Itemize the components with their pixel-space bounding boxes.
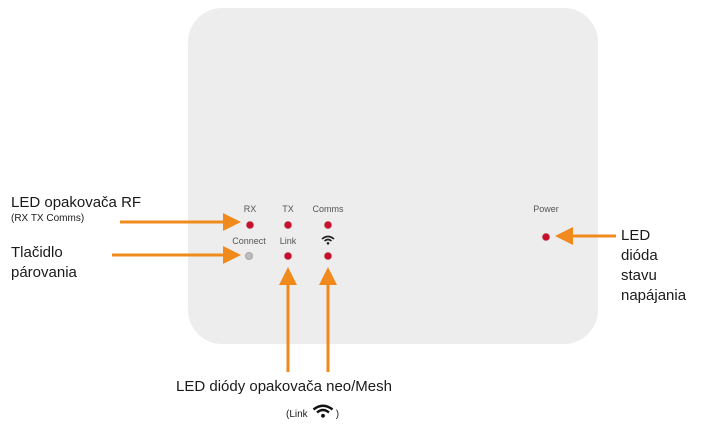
- link-led-label: Link: [279, 236, 297, 246]
- comms-led-label: Comms: [312, 204, 344, 214]
- connect-button-label: Connect: [232, 236, 266, 246]
- wifi-icon: [312, 404, 334, 424]
- power-callout-line2: dióda: [621, 247, 658, 264]
- pairing-button-callout-line2: párovania: [11, 264, 77, 281]
- connect-pairing-button[interactable]: [245, 252, 253, 260]
- power-callout-line1: LED: [621, 227, 651, 244]
- link-led: [284, 252, 292, 260]
- power-callout-line4: napájania: [621, 287, 687, 304]
- power-led: [542, 233, 550, 241]
- wifi-icon: [321, 232, 335, 250]
- mesh-led: [324, 252, 332, 260]
- comms-led: [324, 221, 332, 229]
- tx-led-label: TX: [282, 204, 294, 214]
- rf-repeater-callout-subtitle: (RX TX Comms): [11, 213, 85, 224]
- mesh-subtitle-suffix: ): [335, 408, 340, 420]
- repeater-device-body: [188, 8, 598, 344]
- rf-repeater-callout-title: LED opakovača RF: [11, 194, 142, 211]
- mesh-repeater-callout-title: LED diódy opakovača neo/Mesh: [176, 378, 392, 395]
- pairing-button-callout-line1: Tlačidlo: [11, 244, 63, 261]
- mesh-repeater-callout-subtitle: (Link ): [286, 404, 339, 424]
- tx-led: [284, 221, 292, 229]
- power-callout-line3: stavu: [621, 267, 657, 284]
- rx-led: [246, 221, 254, 229]
- power-led-label: Power: [533, 204, 559, 214]
- rx-led-label: RX: [243, 204, 257, 214]
- mesh-subtitle-prefix: (Link: [286, 408, 308, 420]
